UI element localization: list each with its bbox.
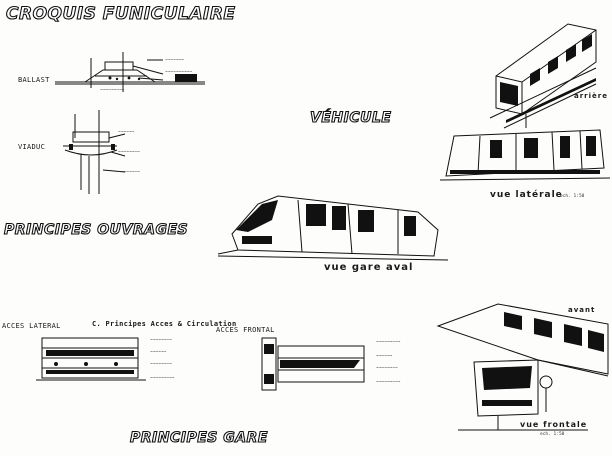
vehicle-rear-sketch [486, 18, 601, 130]
ballast-note-3: ~~~~~~~~~ [100, 88, 125, 93]
side-view-scale: ech. 1:50 [560, 194, 585, 199]
side-access-note-2: ~~~~~~ [150, 350, 167, 355]
front-access-note-1: ~~~~~~~~~ [376, 340, 401, 345]
viaduct-label: VIADUC [18, 143, 46, 151]
side-view-caption: vue latérale [490, 190, 563, 200]
front-view-scale: ech. 1:50 [540, 432, 565, 437]
rear-view-caption: arrière [574, 92, 608, 100]
ballast-note-2: ~~~~~~~~~~ [165, 70, 193, 75]
side-access-note-1: ~~~~~~~~ [150, 338, 172, 343]
side-access-drawing [36, 334, 146, 384]
viaduct-note-3: ~~~~~~~~ [118, 170, 140, 175]
ballast-section-drawing [55, 48, 215, 103]
side-access-note-3: ~~~~~~~~ [150, 362, 172, 367]
front-access-note-4: ~~~~~~~~~ [376, 380, 401, 385]
front-access-label: ACCES FRONTAL [216, 326, 275, 334]
ballast-note-1: ~~~~~~~ [165, 58, 184, 63]
ballast-label: BALLAST [18, 76, 50, 84]
main-title: Croquis funiculaire [5, 3, 236, 24]
side-access-note-4: ~~~~~~~~~ [150, 376, 175, 381]
vehicle-perspective-sketch [218, 190, 448, 260]
front-label: avant [568, 306, 596, 314]
front-access-note-2: ~~~~~~ [376, 354, 393, 359]
vehicle-title: Véhicule [309, 109, 392, 126]
vehicle-side-sketch [440, 128, 610, 192]
viaduct-note-1: ~~~~~~ [118, 130, 135, 135]
front-access-drawing [258, 336, 370, 394]
station-subtitle: C. Principes Acces & Circulation [92, 320, 237, 328]
front-view-caption: vue frontale [520, 420, 588, 429]
downstream-view-caption: vue gare aval [324, 262, 414, 273]
works-title: Principes ouvrages [3, 221, 189, 238]
side-access-label: ACCES LATERAL [2, 322, 61, 330]
station-title: Principes gare [129, 429, 268, 446]
viaduct-note-2: ~~~~~~~~ [118, 150, 140, 155]
viaduct-section-drawing [55, 108, 165, 198]
front-access-note-3: ~~~~~~~~ [376, 366, 398, 371]
vehicle-front-sketch [438, 304, 610, 434]
